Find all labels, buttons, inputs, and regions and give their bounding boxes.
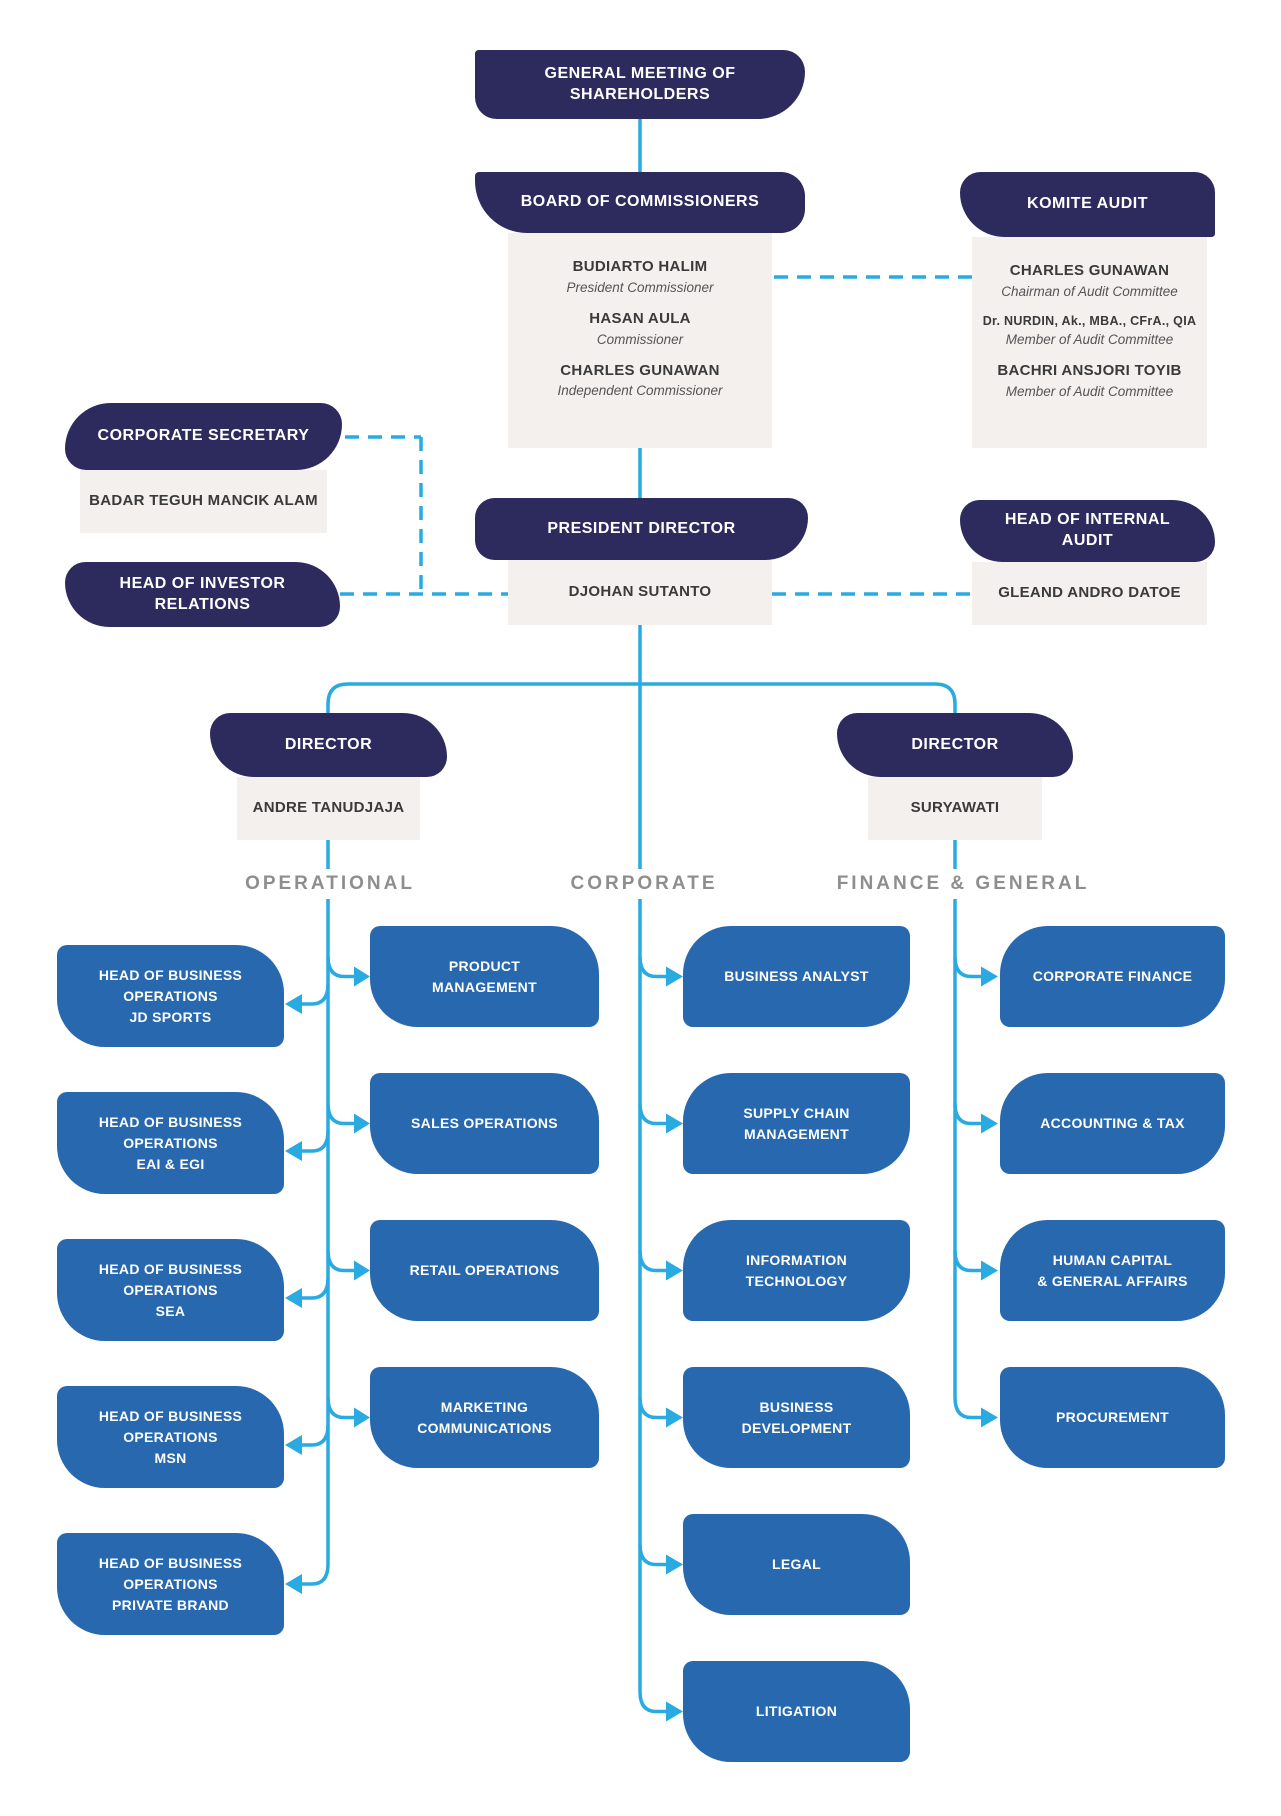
section-label-corporate: CORPORATE xyxy=(558,869,730,899)
unit-procurement: PROCUREMENT xyxy=(1000,1367,1225,1468)
unit-head-business-operations-msn: HEAD OF BUSINESS OPERATIONS MSN xyxy=(57,1386,284,1488)
arrowheads xyxy=(285,267,998,1722)
unit-litigation: LITIGATION xyxy=(683,1661,910,1762)
member-name: HASAN AULA xyxy=(589,309,691,327)
audit-member: BACHRI ANSJORI TOYIB Member of Audit Com… xyxy=(972,362,1207,399)
member-role: Commissioner xyxy=(596,331,684,347)
corporate-secretary-box: CORPORATE SECRETARY xyxy=(65,403,342,470)
unit-product-management: PRODUCT MANAGEMENT xyxy=(370,926,599,1027)
director-finance-panel: SURYAWATI xyxy=(868,777,1042,840)
komite-audit-panel: CHARLES GUNAWAN Chairman of Audit Commit… xyxy=(972,237,1207,448)
unit-head-business-operations-sea: HEAD OF BUSINESS OPERATIONS SEA xyxy=(57,1239,284,1341)
member-name: BADAR TEGUH MANCIK ALAM xyxy=(89,492,318,510)
president-director-panel: DJOHAN SUTANTO xyxy=(508,560,772,625)
member-name: Dr. NURDIN, Ak., MBA., CFrA., QIA xyxy=(982,313,1197,328)
member-role: Chairman of Audit Committee xyxy=(1001,283,1178,299)
director-operational-panel: ANDRE TANUDJAJA xyxy=(237,777,420,840)
board-of-commissioners-box: BOARD OF COMMISSIONERS xyxy=(475,172,805,233)
member-role: President Commissioner xyxy=(566,279,714,295)
director-finance-box: DIRECTOR xyxy=(837,713,1073,777)
head-of-investor-relations-box: HEAD OF INVESTOR RELATIONS xyxy=(65,562,340,627)
board-member: BUDIARTO HALIM President Commissioner xyxy=(508,258,772,295)
unit-head-business-operations-eai-egi: HEAD OF BUSINESS OPERATIONS EAI & EGI xyxy=(57,1092,284,1194)
unit-accounting-tax: ACCOUNTING & TAX xyxy=(1000,1073,1225,1174)
unit-information-technology: INFORMATION TECHNOLOGY xyxy=(683,1220,910,1321)
section-label-operational: OPERATIONAL xyxy=(233,869,427,899)
member-role: Member of Audit Committee xyxy=(1005,332,1174,348)
member-role: Independent Commissioner xyxy=(557,383,723,399)
unit-business-analyst: BUSINESS ANALYST xyxy=(683,926,910,1027)
board-member: CHARLES GUNAWAN Independent Commissioner xyxy=(508,362,772,399)
internal-audit-panel: GLEAND ANDRO DATOE xyxy=(972,562,1207,625)
unit-retail-operations: RETAIL OPERATIONS xyxy=(370,1220,599,1321)
member-role: Member of Audit Committee xyxy=(1005,384,1174,400)
member-name: CHARLES GUNAWAN xyxy=(560,361,720,379)
member-name: CHARLES GUNAWAN xyxy=(1009,262,1170,279)
member-name: GLEAND ANDRO DATOE xyxy=(998,584,1181,602)
branch-lines xyxy=(302,956,981,1567)
head-of-internal-audit-box: HEAD OF INTERNAL AUDIT xyxy=(960,500,1215,562)
member-name: BUDIARTO HALIM xyxy=(572,258,708,275)
general-meeting-box: GENERAL MEETING OF SHAREHOLDERS xyxy=(475,50,805,119)
member-name: DJOHAN SUTANTO xyxy=(568,583,712,601)
audit-member: Dr. NURDIN, Ak., MBA., CFrA., QIA Member… xyxy=(972,314,1207,348)
corporate-secretary-panel: BADAR TEGUH MANCIK ALAM xyxy=(80,470,327,533)
unit-sales-operations: SALES OPERATIONS xyxy=(370,1073,599,1174)
unit-head-business-operations-jd-sports: HEAD OF BUSINESS OPERATIONS JD SPORTS xyxy=(57,945,284,1047)
president-director-box: PRESIDENT DIRECTOR xyxy=(475,498,808,560)
unit-business-development: BUSINESS DEVELOPMENT xyxy=(683,1367,910,1468)
audit-member: CHARLES GUNAWAN Chairman of Audit Commit… xyxy=(972,262,1207,299)
trunk-lines xyxy=(302,119,981,1714)
unit-marketing-communications: MARKETING COMMUNICATIONS xyxy=(370,1367,599,1468)
member-name: SURYAWATI xyxy=(910,799,1000,817)
director-operational-box: DIRECTOR xyxy=(210,713,447,777)
member-name: ANDRE TANUDJAJA xyxy=(252,799,405,817)
unit-human-capital-general-affairs: HUMAN CAPITAL & GENERAL AFFAIRS xyxy=(1000,1220,1225,1321)
komite-audit-box: KOMITE AUDIT xyxy=(960,172,1215,237)
unit-corporate-finance: CORPORATE FINANCE xyxy=(1000,926,1225,1027)
member-name: BACHRI ANSJORI TOYIB xyxy=(997,362,1182,380)
board-members-panel: BUDIARTO HALIM President Commissioner HA… xyxy=(508,233,772,448)
unit-supply-chain-management: SUPPLY CHAIN MANAGEMENT xyxy=(683,1073,910,1174)
unit-head-business-operations-private-brand: HEAD OF BUSINESS OPERATIONS PRIVATE BRAN… xyxy=(57,1533,284,1635)
unit-legal: LEGAL xyxy=(683,1514,910,1615)
section-label-finance: FINANCE & GENERAL xyxy=(824,869,1102,899)
dashed-lines xyxy=(340,275,972,596)
board-member: HASAN AULA Commissioner xyxy=(508,310,772,347)
